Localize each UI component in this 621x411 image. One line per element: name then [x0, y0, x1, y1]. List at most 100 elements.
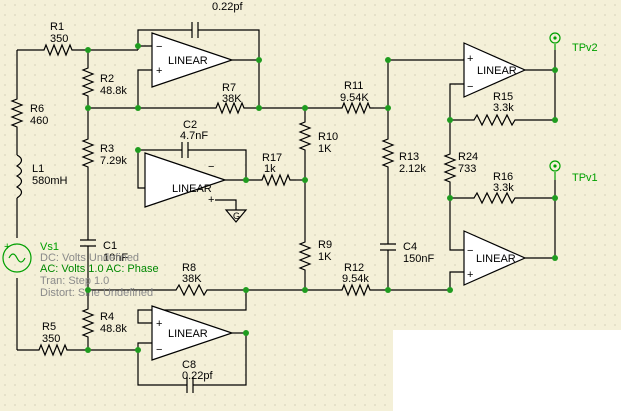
resistor-R6[interactable]: R6 460 [10, 95, 48, 135]
source-tran: Tran: Step 1.0 [40, 275, 109, 287]
resistor-R9[interactable]: R9 1K [298, 238, 332, 278]
resistor-R11[interactable]: R11 9.54K [338, 80, 374, 115]
resistor-R5-value: 350 [42, 333, 60, 345]
opamp-1-plus: + [156, 65, 162, 77]
resistor-R16[interactable]: R16 3.3k [470, 171, 518, 205]
opamp-4-plus: + [467, 53, 473, 65]
test-point-tpv2[interactable]: TPv2 [549, 32, 598, 54]
resistor-R17[interactable]: R17 1k [258, 152, 296, 187]
capacitor-C4[interactable]: C4 150nF [380, 240, 434, 265]
resistor-R9-name: R9 [318, 239, 332, 251]
resistor-R5-name: R5 [42, 321, 56, 333]
resistor-R13[interactable]: R13 2.12k [381, 135, 426, 175]
resistor-R3[interactable]: R3 7.29k [81, 135, 127, 172]
resistor-R17-name: R17 [262, 152, 282, 164]
resistor-R1[interactable]: R1 350 [40, 21, 76, 57]
resistor-R4[interactable]: R4 48.8k [81, 305, 127, 340]
resistor-R24-name: R24 [458, 151, 478, 163]
capacitor-C1-name: C1 [103, 240, 117, 252]
resistor-R15[interactable]: R15 3.3k [470, 91, 518, 127]
resistor-R2-name: R2 [100, 73, 114, 85]
test-point-tpv1[interactable]: TPv1 [549, 160, 598, 184]
resistor-R11-value: 9.54K [340, 92, 369, 104]
resistor-R1-value: 350 [50, 33, 68, 45]
blank-area [393, 330, 621, 411]
inductor-L1-value: 580mH [32, 175, 68, 187]
ground-label: G [233, 211, 240, 221]
resistor-R10-value: 1K [318, 143, 332, 155]
junction-dots [85, 43, 558, 353]
resistor-R8-name: R8 [182, 262, 196, 274]
opamp-4[interactable]: + − LINEAR [463, 42, 527, 98]
opamp-5-plus: + [467, 269, 473, 281]
opamp-4-label: LINEAR [477, 65, 517, 77]
resistor-R13-value: 2.12k [399, 163, 426, 175]
ground-symbol: G [224, 209, 248, 223]
resistor-R10-name: R10 [318, 131, 338, 143]
opamp-5-label: LINEAR [476, 253, 516, 265]
opamp-3-plus: + [208, 194, 214, 206]
capacitor-C2[interactable]: C2 4.7nF [175, 119, 208, 158]
opamp-3[interactable]: − + LINEAR [144, 152, 227, 208]
capacitor-C1-value: 10nF [103, 252, 128, 264]
resistor-R15-value: 3.3k [493, 102, 514, 114]
inductor-L1-name: L1 [32, 163, 44, 175]
resistor-R12-value: 9.54k [342, 273, 369, 285]
opamp-5[interactable]: − + LINEAR [463, 230, 527, 286]
resistor-R6-name: R6 [30, 103, 44, 115]
resistor-R17-value: 1k [264, 163, 276, 175]
opamp-2-minus: − [156, 344, 162, 356]
capacitor-C7-value: 0.22pf [212, 1, 244, 13]
resistor-R2[interactable]: R2 48.8k [81, 64, 127, 100]
resistor-R9-value: 1K [318, 251, 332, 263]
capacitor-C8[interactable]: C8 0.22pf [180, 359, 214, 393]
opamp-2-label: LINEAR [168, 328, 208, 340]
inductor-L1[interactable]: L1 580mH [15, 154, 68, 199]
source-ac: AC: Volts 1.0 AC: Phase [40, 263, 159, 275]
resistor-R8[interactable]: R8 38K [170, 262, 210, 297]
capacitor-C2-value: 4.7nF [180, 130, 208, 142]
resistor-R8-value: 38K [182, 273, 202, 285]
resistor-R24-value: 733 [458, 163, 476, 175]
opamp-4-minus: − [467, 81, 473, 93]
resistor-R4-value: 48.8k [100, 323, 127, 335]
capacitor-C8-value: 0.22pf [182, 370, 214, 382]
wires [16, 29, 556, 386]
voltage-source-Vs1[interactable]: + Vs1 DC: Volts Undefined AC: Volts 1.0 … [2, 241, 159, 299]
resistor-R24[interactable]: R24 733 [443, 150, 478, 188]
capacitor-C4-value: 150nF [403, 253, 434, 265]
resistor-R15-name: R15 [493, 91, 513, 103]
capacitor-C4-name: C4 [403, 241, 417, 253]
opamp-3-label: LINEAR [172, 183, 212, 195]
opamp-2-plus: + [156, 318, 162, 330]
resistor-R7-name: R7 [222, 82, 236, 94]
resistor-R16-name: R16 [493, 171, 513, 183]
opamp-3-minus: − [208, 161, 214, 173]
capacitor-C8-name: C8 [182, 359, 196, 371]
resistor-R7[interactable]: R7 38K [212, 82, 246, 115]
resistor-R10[interactable]: R10 1K [298, 118, 338, 158]
resistor-R7-value: 38K [222, 93, 242, 105]
opamp-1[interactable]: − + LINEAR [151, 32, 234, 88]
test-point-tpv2-label: TPv2 [572, 42, 598, 54]
source-plus-sign: + [4, 241, 10, 253]
opamp-1-label: LINEAR [168, 55, 208, 67]
resistor-R12[interactable]: R12 9.54k [338, 262, 374, 297]
resistor-R5[interactable]: R5 350 [35, 321, 70, 357]
resistor-R6-value: 460 [30, 115, 48, 127]
resistor-R11-name: R11 [344, 80, 363, 92]
capacitor-C2-name: C2 [183, 119, 197, 131]
capacitor-C7[interactable]: 0.22pf [185, 1, 244, 38]
opamp-5-minus: − [467, 245, 473, 257]
test-point-tpv1-label: TPv1 [572, 172, 598, 184]
resistor-R16-value: 3.3k [493, 182, 514, 194]
opamp-1-minus: − [156, 41, 162, 53]
source-name: Vs1 [40, 241, 59, 253]
resistor-R12-name: R12 [344, 262, 364, 274]
resistor-R3-value: 7.29k [100, 155, 127, 167]
resistor-R4-name: R4 [100, 311, 114, 323]
opamp-2[interactable]: + − LINEAR [151, 305, 234, 361]
capacitor-C1[interactable]: C1 10nF [80, 236, 128, 264]
resistor-R13-name: R13 [399, 151, 419, 163]
